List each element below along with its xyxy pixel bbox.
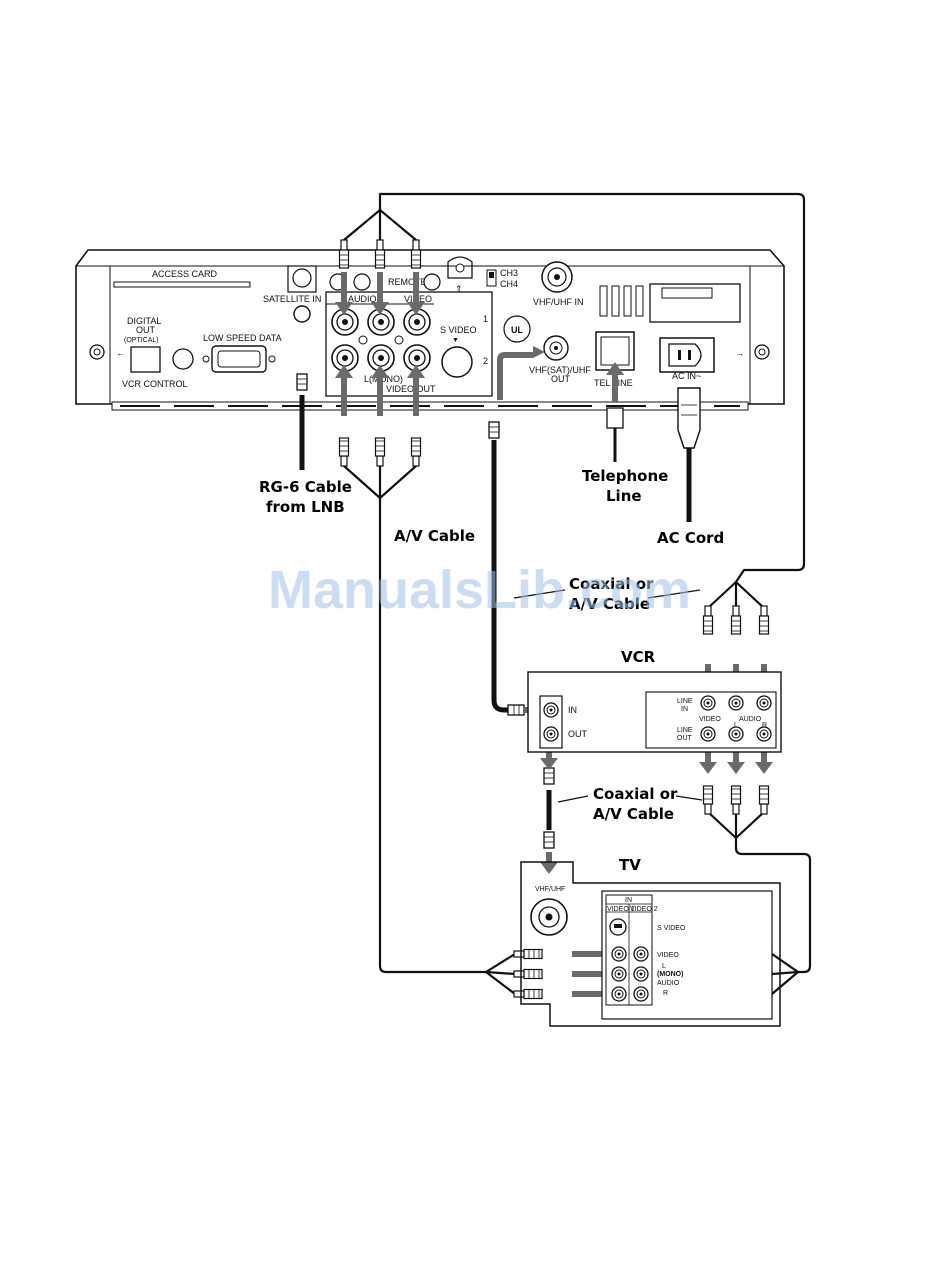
av-cable-label: A/V Cable	[394, 527, 475, 545]
digital-out-label-2: OUT	[136, 325, 156, 335]
tv-video1-label: VIDEO 1	[607, 906, 635, 913]
low-speed-data-label: LOW SPEED DATA	[203, 333, 282, 343]
tv-video2-audio-l-jack[interactable]	[633, 966, 649, 982]
rca-plugs-upper-receiver	[338, 239, 422, 269]
remote-label: REMOTE	[388, 277, 427, 287]
audio-label: AUDIO	[348, 294, 377, 304]
receiver-rear-panel: ← → ACCESS CARD SATELLITE IN DIGITAL OUT…	[75, 249, 785, 411]
ul-listing-mark	[503, 315, 531, 343]
remote-jack[interactable]	[423, 273, 441, 291]
satellite-in-jack[interactable]	[293, 305, 311, 323]
vhf-sat-uhf-out-label: VHF(SAT)/UHF	[529, 365, 591, 375]
vcr-line-out-audio-r-jack[interactable]	[756, 726, 772, 742]
telephone-plug	[606, 407, 624, 429]
vcr-control-label: VCR CONTROL	[122, 379, 188, 389]
tv-video1-video-jack[interactable]	[611, 946, 627, 962]
coax-upper-label-2: A/V Cable	[569, 595, 650, 613]
tv-audio-label: AUDIO	[657, 980, 680, 987]
digital-out-label: DIGITAL	[127, 316, 161, 326]
svg-text:→: →	[735, 348, 744, 358]
vcr-line-out-video-jack[interactable]	[700, 726, 716, 742]
watermark: ManualsLib.com	[268, 560, 691, 620]
coax-lower-label: Coaxial or	[593, 785, 678, 803]
vcr-line-out-label: LINE	[677, 727, 693, 734]
coax-lower-label-2: A/V Cable	[593, 805, 674, 823]
tv-l-label: L	[662, 963, 666, 970]
vhf-uhf-in-label: VHF/UHF IN	[533, 297, 584, 307]
tv-video-label: VIDEO	[657, 952, 679, 959]
access-card-slot[interactable]	[113, 281, 251, 288]
video-out-label: VIDEO OUT	[386, 384, 436, 394]
rg6-cable-label: RG-6 Cable	[259, 478, 352, 496]
tv-in-label: IN	[625, 897, 632, 904]
vcr-r-label: R	[762, 722, 767, 729]
ac-plug	[677, 387, 701, 449]
s-video-label: S VIDEO	[440, 325, 477, 335]
svg-text:▼: ▼	[452, 337, 459, 344]
tv-panel: TV VHF/UHF IN VIDEO 1 VIDEO 2 S VIDEO VI…	[520, 856, 781, 1027]
vcr-title: VCR	[621, 648, 656, 666]
tv-video2-audio-r-jack[interactable]	[633, 986, 649, 1002]
tv-r-label: R	[663, 990, 668, 997]
cables	[299, 192, 812, 995]
tv-vhf-uhf-label: VHF/UHF	[535, 886, 565, 893]
vcr-rf-out-jack[interactable]	[543, 726, 559, 742]
rca-plugs-vcr-in	[702, 605, 770, 635]
satellite-in-label: SATELLITE IN	[263, 294, 321, 304]
svg-text:←: ←	[116, 348, 125, 358]
vhf-out-label: OUT	[551, 374, 571, 384]
vent-slots	[599, 285, 644, 317]
ch4-label: CH4	[500, 279, 518, 289]
vcr-line-in-video-jack[interactable]	[700, 695, 716, 711]
l-mono-label: L(MONO)	[364, 374, 403, 384]
vcr-control-jack[interactable]	[172, 348, 194, 370]
rca-plugs-vcr-out	[702, 785, 770, 815]
vcr-line-out-audio-l-jack[interactable]	[728, 726, 744, 742]
tv-video2-label: VIDEO 2	[630, 906, 658, 913]
tv-title: TV	[619, 856, 641, 874]
ac-cord-label: AC Cord	[657, 529, 724, 547]
vcr-line-in-audio-r-jack[interactable]	[756, 695, 772, 711]
tv-video2-video-jack[interactable]	[633, 946, 649, 962]
tv-video1-audio-r-jack[interactable]	[611, 986, 627, 1002]
rca-plugs-lower-receiver	[338, 437, 422, 467]
digital-optical-port[interactable]	[130, 346, 161, 373]
vcr-out-label: OUT	[568, 729, 588, 739]
tv-mono-label: (MONO)	[657, 971, 683, 978]
vcr-audio-label: AUDIO	[739, 716, 762, 723]
digital-out-label-3: (OPTICAL)	[124, 337, 159, 344]
rg6-cable-label-2: from LNB	[266, 498, 345, 516]
callout-labels: RG-6 Cable from LNB A/V Cable Telephone …	[259, 467, 724, 823]
svg-text:UL: UL	[511, 325, 523, 335]
telephone-line-label: Telephone	[582, 467, 668, 485]
vcr-line-in-label: LINE	[677, 698, 693, 705]
vcr-rf-in-jack[interactable]	[543, 702, 559, 718]
telephone-line-label-2: Line	[606, 487, 642, 505]
tv-s-video-label: S VIDEO	[657, 925, 686, 932]
row-2-label: 2	[483, 356, 488, 366]
vcr-video-label: VIDEO	[699, 716, 721, 723]
ac-in-label: AC IN~	[672, 371, 701, 381]
rca-plugs-tv-left	[513, 948, 543, 1000]
ch3-label: CH3	[500, 268, 518, 278]
vcr-line-in-audio-l-jack[interactable]	[728, 695, 744, 711]
tv-video1-audio-l-jack[interactable]	[611, 966, 627, 982]
coax-upper-label: Coaxial or	[569, 575, 654, 593]
access-card-label: ACCESS CARD	[152, 269, 218, 279]
vcr-in-label: IN	[568, 705, 577, 715]
row-1-label: 1	[483, 314, 488, 324]
up-arrow-icon: ⇑	[455, 284, 463, 294]
vcr-line-in-label-2: IN	[681, 706, 688, 713]
s-video-jack[interactable]	[441, 346, 473, 378]
vcr-panel: VCR IN OUT LINE IN LINE OUT VIDEO AUDIO …	[527, 648, 782, 753]
vcr-l-label: L	[734, 722, 738, 729]
vcr-line-out-label-2: OUT	[677, 735, 693, 742]
